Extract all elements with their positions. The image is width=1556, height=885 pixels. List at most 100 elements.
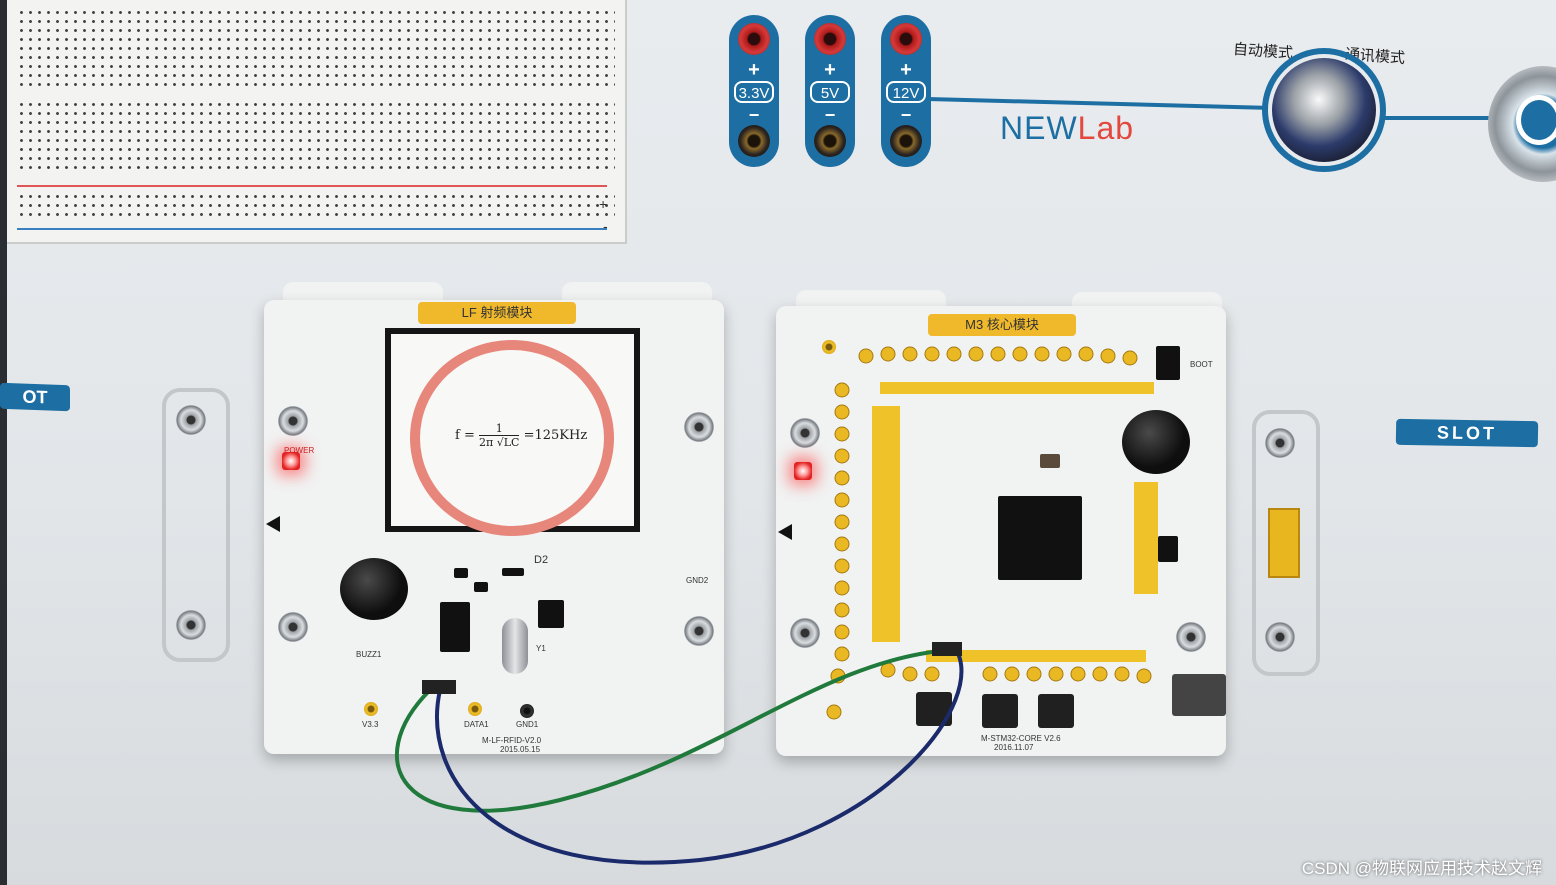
test-pin-v33[interactable]: [364, 702, 378, 716]
breadboard: + -: [7, 0, 627, 244]
part-v33: V3.3: [362, 720, 379, 729]
breadboard-holes-rail: [17, 192, 615, 220]
logo-new: NEW: [1000, 110, 1078, 146]
breadboard-rail-blue: [17, 228, 607, 230]
smd-part: [474, 582, 488, 592]
panel-blue-line-right: [1380, 116, 1500, 120]
negative-terminal[interactable]: [814, 125, 846, 157]
screw: [176, 610, 206, 640]
power-led: [282, 452, 300, 470]
slot-connector: [1268, 508, 1300, 578]
screw: [176, 405, 206, 435]
breadboard-holes-top: [17, 8, 615, 88]
lf-rfid-module: LF 射频模块 f = 1 2π √LC =125KHz POWER D2 GN…: [264, 300, 724, 754]
minus-sign: −: [900, 105, 912, 125]
power-jack-12v[interactable]: + 12V −: [881, 15, 931, 167]
logo-lab: Lab: [1077, 110, 1135, 146]
screw: [278, 406, 308, 436]
screw: [278, 612, 308, 642]
plus-sign: +: [748, 59, 760, 81]
crystal-smd: [1040, 454, 1060, 468]
screw: [1265, 622, 1295, 652]
breadboard-rail-red: [17, 185, 607, 187]
slot-bracket-left: [162, 388, 230, 662]
insert-arrow-icon: [266, 516, 280, 532]
header-strip-top: [880, 382, 1154, 394]
minus-sign: −: [824, 105, 836, 125]
screw: [684, 616, 714, 646]
usb-connector: [1172, 674, 1226, 716]
formula-denominator: 2π √LC: [478, 436, 520, 449]
watermark: CSDN @物联网应用技术赵文辉: [1301, 859, 1542, 878]
wire-green: [394, 648, 951, 813]
m3-date: 2016.11.07: [994, 743, 1034, 752]
mode-selector-knob[interactable]: [1272, 58, 1376, 162]
m3-buzzer: [1122, 410, 1190, 474]
power-icon: [1516, 95, 1556, 145]
formula-left: f =: [455, 428, 475, 443]
screw: [1265, 428, 1295, 458]
part-buzz: BUZZ1: [356, 650, 382, 659]
part-data1: DATA1: [464, 720, 489, 729]
m3-boot-label: BOOT: [1190, 360, 1213, 369]
positive-terminal[interactable]: [814, 23, 846, 55]
m3-model: M-STM32-CORE V2.6: [981, 734, 1061, 743]
buzzer: [340, 558, 408, 620]
screw: [684, 412, 714, 442]
boot-switch[interactable]: [1156, 346, 1180, 380]
frequency-formula: f = 1 2π √LC =125KHz: [455, 422, 587, 449]
mode-knob-ring: [1262, 48, 1386, 172]
voltage-label: 12V: [886, 81, 926, 103]
plus-sign: +: [824, 59, 836, 81]
power-jack-3v3[interactable]: + 3.3V −: [729, 15, 779, 167]
part-y1: Y1: [536, 644, 546, 653]
test-pin[interactable]: [822, 340, 836, 354]
insert-arrow-icon: [778, 524, 792, 540]
newlab-logo: NEWLab: [1000, 110, 1134, 147]
voltage-label: 5V: [810, 81, 850, 103]
wire-connector-lf: [422, 680, 456, 694]
m3-module-title: M3 核心模块: [928, 314, 1076, 336]
positive-terminal[interactable]: [738, 23, 770, 55]
formula-numerator: 1: [478, 422, 520, 436]
m3-power-led: [794, 462, 812, 480]
voltage-label: 3.3V: [734, 81, 774, 103]
ic-chip: [440, 602, 470, 652]
key-button-3[interactable]: [1038, 694, 1074, 728]
mcu-chip: [998, 496, 1082, 580]
lf-module-title: LF 射频模块: [418, 302, 576, 324]
key-button-2[interactable]: [982, 694, 1018, 728]
m3-core-module: M3 核心模块 BOOT M-STM32-CORE V2.6 2016.11.0…: [776, 306, 1226, 756]
minus-sign: −: [748, 105, 760, 125]
breadboard-holes-middle: [17, 100, 615, 170]
rail-minus-sign: -: [603, 218, 608, 234]
positive-terminal[interactable]: [890, 23, 922, 55]
wire-navy: [435, 646, 964, 865]
header-strip-left: [872, 406, 900, 642]
test-pin-data1[interactable]: [468, 702, 482, 716]
negative-terminal[interactable]: [738, 125, 770, 157]
power-label: POWER: [284, 446, 315, 455]
power-jack-5v[interactable]: + 5V −: [805, 15, 855, 167]
header-strip-right: [1134, 482, 1158, 594]
part-gnd2: GND2: [686, 576, 709, 585]
wire-connector-m3: [932, 642, 962, 656]
screw: [790, 418, 820, 448]
smd-part: [454, 568, 468, 578]
slot-bracket-right: [1252, 410, 1320, 676]
smd-part: [502, 568, 524, 576]
smd-ic: [1158, 536, 1178, 562]
part-gnd1: GND1: [516, 720, 539, 729]
screw: [790, 618, 820, 648]
rail-plus-sign: +: [599, 196, 608, 212]
formula-right: =125KHz: [523, 428, 588, 443]
lf-model: M-LF-RFID-V2.0: [482, 736, 542, 745]
ic-chip-small: [538, 600, 564, 628]
test-pin-gnd1[interactable]: [520, 704, 534, 718]
header-strip-bottom: [926, 650, 1146, 662]
crystal-oscillator: [502, 618, 528, 674]
negative-terminal[interactable]: [890, 125, 922, 157]
screw: [1176, 622, 1206, 652]
part-d2: D2: [534, 554, 549, 566]
